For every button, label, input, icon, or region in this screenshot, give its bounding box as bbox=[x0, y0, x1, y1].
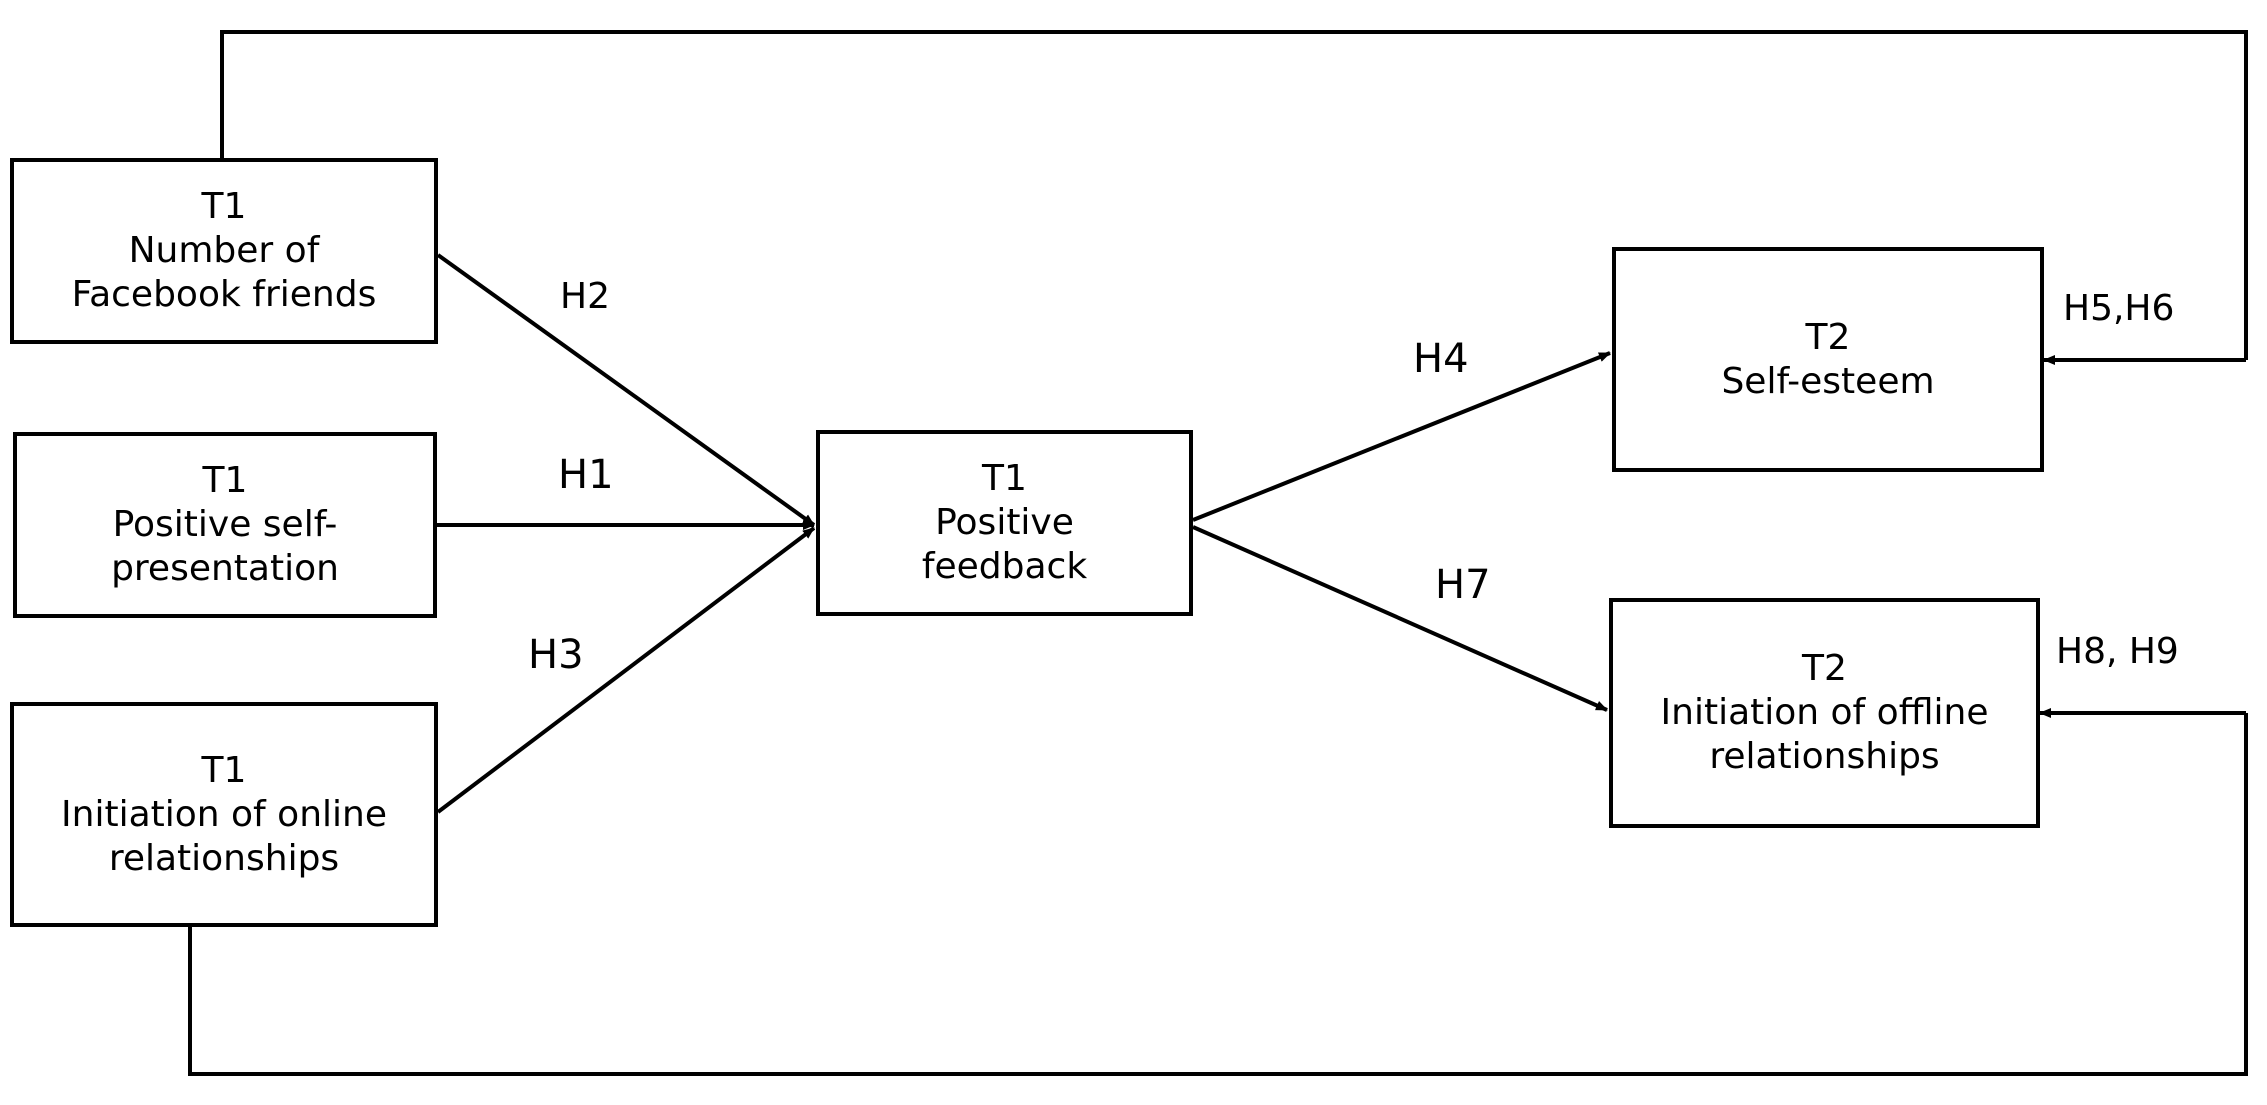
node-label: Facebook friends bbox=[71, 274, 377, 315]
node-label: Initiation of offline bbox=[1660, 692, 1989, 733]
node-label: Positive self- bbox=[112, 504, 338, 545]
node-time-label: T1 bbox=[201, 749, 247, 791]
path-label-h3: H3 bbox=[528, 632, 584, 678]
node-time-label: T1 bbox=[202, 460, 248, 501]
loop-fb-friends bbox=[220, 30, 2248, 360]
path-label-h5-h6: H5,H6 bbox=[2063, 288, 2175, 329]
path-label-h1: H1 bbox=[558, 452, 614, 498]
node-label: Positive bbox=[935, 502, 1074, 543]
node-positive-feedback: T1 Positive feedback bbox=[816, 430, 1193, 616]
node-offline-relationships: T2 Initiation of offline relationships bbox=[1609, 598, 2040, 828]
node-time-label: T1 bbox=[201, 186, 247, 227]
node-label: relationships bbox=[108, 837, 340, 879]
node-self-esteem: T2 Self-esteem bbox=[1612, 247, 2044, 472]
path-label-h8-h9: H8, H9 bbox=[2056, 631, 2179, 672]
node-time-label: T1 bbox=[982, 458, 1027, 499]
node-time-label: T2 bbox=[1802, 648, 1847, 689]
loop-online-relationships bbox=[188, 713, 2248, 1076]
path-label-h7: H7 bbox=[1435, 562, 1491, 608]
node-positive-self-presentation: T1 Positive self- presentation bbox=[13, 432, 437, 618]
path-label-h2: H2 bbox=[560, 276, 610, 317]
node-label: Initiation of online bbox=[61, 793, 387, 835]
node-time-label: T2 bbox=[1805, 316, 1851, 358]
node-label: Self-esteem bbox=[1721, 360, 1935, 402]
path-label-h4: H4 bbox=[1413, 336, 1469, 382]
node-label: presentation bbox=[111, 548, 339, 589]
arrow-h4 bbox=[1192, 351, 1611, 522]
arrow-h7 bbox=[1192, 525, 1608, 712]
node-label: feedback bbox=[921, 546, 1088, 587]
node-online-relationships: T1 Initiation of online relationships bbox=[10, 702, 438, 927]
node-facebook-friends: T1 Number of Facebook friends bbox=[10, 158, 438, 344]
node-label: Number of bbox=[128, 230, 320, 271]
arrow-h2 bbox=[436, 253, 816, 527]
node-label: relationships bbox=[1709, 736, 1940, 777]
arrow-h3 bbox=[436, 526, 816, 814]
